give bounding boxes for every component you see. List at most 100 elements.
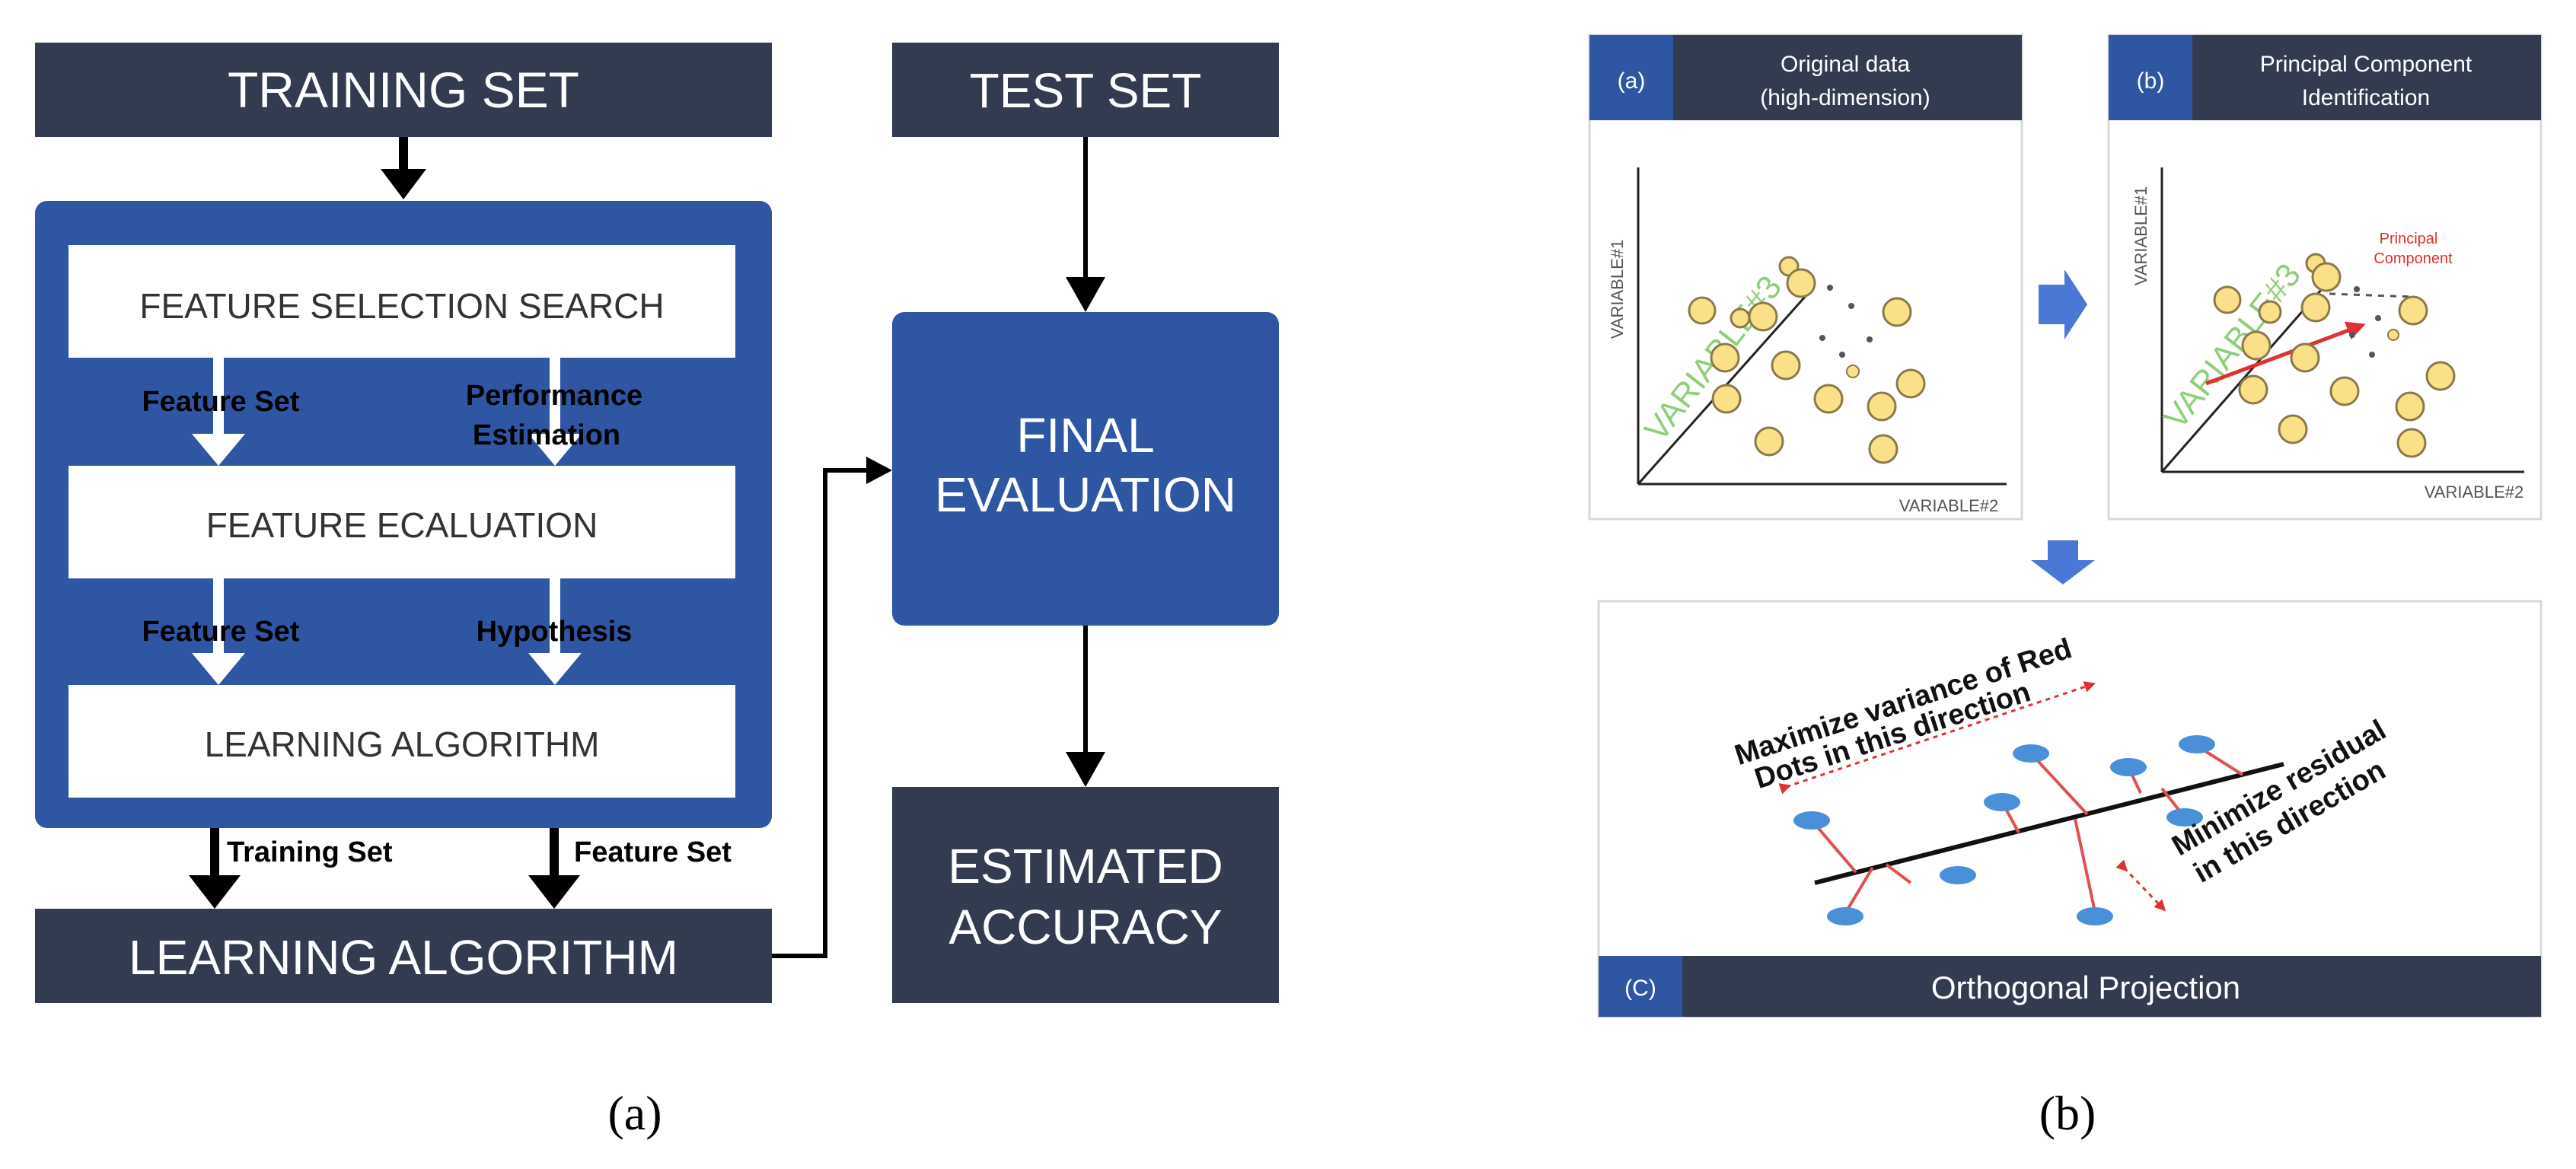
point	[2110, 758, 2147, 776]
feature-set-label-2: Feature Set	[142, 616, 300, 648]
subpanel-a-title-2: (high-dimension)	[1760, 85, 1930, 110]
connector-to-final-evaluation-head	[866, 457, 892, 484]
point	[1748, 301, 1778, 332]
point	[1771, 350, 1801, 381]
feature-selection-search-box	[69, 245, 735, 358]
learning-algorithm-box	[35, 909, 772, 1003]
point	[2290, 342, 2320, 373]
connector-to-final-evaluation	[772, 468, 875, 958]
learning-algorithm-inner-box	[69, 685, 735, 798]
principal-component-line	[2205, 321, 2366, 386]
point	[2258, 300, 2282, 324]
small-dot	[1846, 365, 1860, 378]
point	[2238, 374, 2268, 405]
subpanel-a-points	[1688, 256, 1926, 464]
point	[1984, 793, 2020, 811]
white-arrow-3-shaft	[213, 578, 224, 656]
projection-line	[1814, 762, 2284, 885]
white-arrow-1-head	[192, 434, 245, 466]
max-variance-arrow	[1778, 681, 2096, 795]
arrow-final-to-accuracy-head	[1066, 752, 1105, 787]
point	[2329, 376, 2360, 406]
point	[2179, 735, 2215, 753]
small-dot	[2375, 315, 2381, 321]
subpanel-b-tag: (b)	[2137, 68, 2165, 94]
subpanel-c-tag: (C)	[1624, 976, 1656, 1001]
point	[2300, 292, 2331, 323]
min-residual-arrow	[2115, 859, 2166, 912]
subpanel-a-tag: (a)	[1618, 68, 1646, 94]
estimated-accuracy-line2: ACCURACY	[948, 900, 1222, 954]
subpanel-b-title-2: Identification	[2302, 85, 2430, 110]
principal-label-2: Component	[2374, 250, 2453, 267]
feature-evaluation-box	[69, 466, 735, 578]
point	[2398, 295, 2428, 326]
subpanel-b-variable1: VARIABLE#1	[2131, 186, 2150, 285]
subpanel-a-title-1: Original data	[1781, 52, 1910, 77]
white-arrow-4-shaft	[550, 578, 560, 656]
test-set-label: TEST SET	[970, 63, 1202, 118]
small-dot	[1839, 352, 1845, 358]
point	[2311, 262, 2342, 292]
subpanel-b-points	[2213, 253, 2456, 458]
small-dot	[1848, 303, 1854, 309]
residual	[2074, 818, 2096, 913]
small-dot	[2354, 286, 2360, 292]
caption-b: (b)	[2039, 1086, 2096, 1140]
subpanel-a-tag-box	[1589, 35, 1673, 120]
point	[1710, 342, 1740, 373]
feature-set-label-3: Feature Set	[574, 836, 732, 868]
subpanel-a-variable1: VARIABLE#1	[1608, 240, 1627, 339]
subpanel-c-frame	[1597, 600, 2543, 1018]
point	[1786, 268, 1816, 298]
subpanel-b-tag-box	[2109, 35, 2192, 120]
training-set-small-label: Training Set	[227, 836, 393, 868]
small-dot	[1819, 335, 1825, 341]
white-arrow-4-head	[528, 653, 582, 685]
white-arrow-3-head	[192, 653, 245, 685]
final-evaluation-line2: EVALUATION	[935, 467, 1236, 522]
final-evaluation-box	[892, 312, 1279, 626]
blue-arrow-down	[2031, 540, 2095, 584]
point	[2166, 808, 2203, 827]
panel-b: (a) Original data (high-dimension) VARIA…	[1588, 33, 2543, 1140]
point	[1711, 384, 1742, 414]
small-dot	[1827, 285, 1833, 291]
point	[2241, 330, 2272, 361]
learning-algorithm-bottom-label: LEARNING ALGORITHM	[129, 930, 678, 985]
principal-component-dashed	[2329, 292, 2414, 298]
point	[1882, 297, 1912, 327]
feature-selection-search-label: FEATURE SELECTION SEARCH	[139, 286, 664, 326]
point	[1940, 866, 1976, 884]
point	[1895, 368, 1926, 399]
final-evaluation-line1: FINAL	[1016, 408, 1154, 463]
point	[1793, 811, 1830, 830]
residual	[1885, 863, 1912, 884]
point	[1813, 384, 1844, 414]
blue-arrow-right	[2039, 269, 2087, 339]
small-dot	[2387, 329, 2399, 341]
subpanel-b-small-dots	[2349, 286, 2399, 358]
residual	[1844, 866, 1874, 915]
point	[1868, 434, 1899, 464]
training-set-label: TRAINING SET	[228, 62, 579, 118]
arrow-training-to-search-head	[381, 169, 426, 199]
learning-algorithm-inner-label: LEARNING ALGORITHM	[205, 725, 600, 764]
subpanel-b-variable2: VARIABLE#2	[2425, 483, 2523, 502]
principal-label-1: Principal	[2380, 231, 2438, 247]
point	[1730, 307, 1751, 329]
subpanel-a-variable2: VARIABLE#2	[1899, 496, 1998, 515]
hypothesis-label: Hypothesis	[477, 616, 633, 648]
point	[1754, 426, 1784, 457]
point	[2396, 428, 2427, 458]
subpanel-c-footer	[1599, 956, 2541, 1017]
white-arrow-2-shaft	[550, 358, 560, 438]
small-dot	[2369, 352, 2375, 358]
point	[2077, 907, 2113, 925]
estimation-label: Estimation	[473, 419, 620, 451]
point	[2278, 414, 2308, 444]
point	[1827, 907, 1863, 925]
feature-set-label-1: Feature Set	[142, 386, 300, 418]
subpanel-c-tag-box	[1599, 956, 1682, 1017]
